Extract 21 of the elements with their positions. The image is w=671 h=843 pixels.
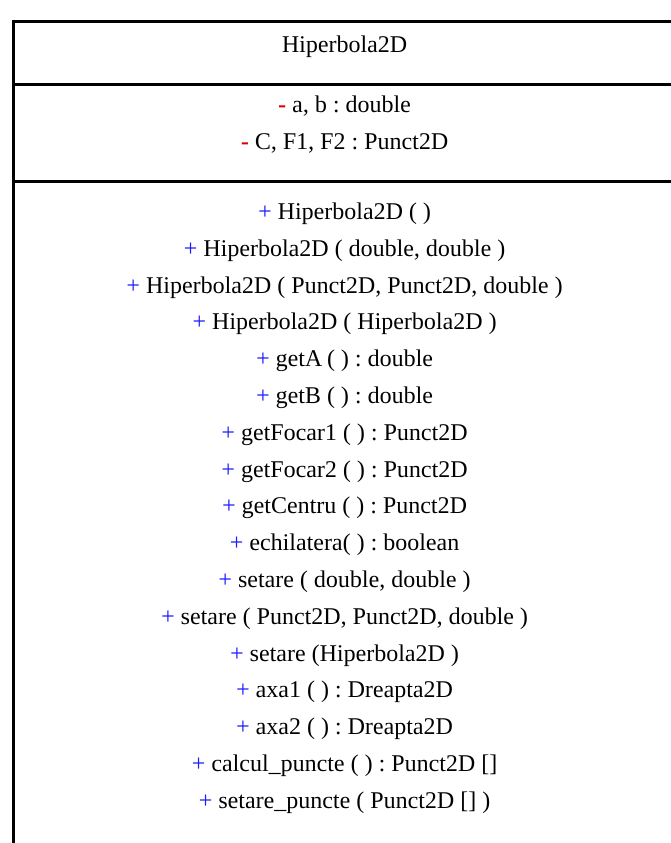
method-text: + getB ( ) : double — [255, 382, 434, 411]
method-text: + setare (Hiperbola2D ) — [229, 640, 460, 669]
method-text: + getA ( ) : double — [255, 345, 434, 374]
class-name: Hiperbola2D — [280, 31, 408, 60]
method-text: + getCentru ( ) : Punct2D — [221, 492, 468, 522]
method-text: + echilatera( ) : boolean — [228, 529, 460, 558]
method-text: + axa2 ( ) : Dreapta2D — [235, 713, 454, 742]
method-text: + Hiperbola2D ( ) — [257, 198, 432, 227]
class-box — [12, 20, 671, 843]
method-text: + Hiperbola2D ( double, double ) — [182, 234, 506, 264]
method-text: + Hiperbola2D ( Punct2D, Punct2D, double ) — [125, 272, 564, 301]
method-text: + axa1 ( ) : Dreapta2D — [235, 676, 454, 706]
method-text: + setare_puncte ( Punct2D [] ) — [198, 786, 492, 816]
method-text: + calcul_puncte ( ) : Punct2D [] — [190, 750, 498, 779]
method-text: + getFocar2 ( ) : Punct2D — [220, 456, 469, 485]
method-text: + getFocar1 ( ) : Punct2D — [220, 418, 469, 448]
attribute-text: - a, b : double — [277, 91, 412, 120]
attribute-text: - C, F1, F2 : Punct2D — [240, 128, 450, 157]
method-text: + setare ( double, double ) — [217, 566, 472, 595]
method-text: + setare ( Punct2D, Punct2D, double ) — [160, 602, 529, 632]
method-text: + Hiperbola2D ( Hiperbola2D ) — [191, 308, 498, 338]
